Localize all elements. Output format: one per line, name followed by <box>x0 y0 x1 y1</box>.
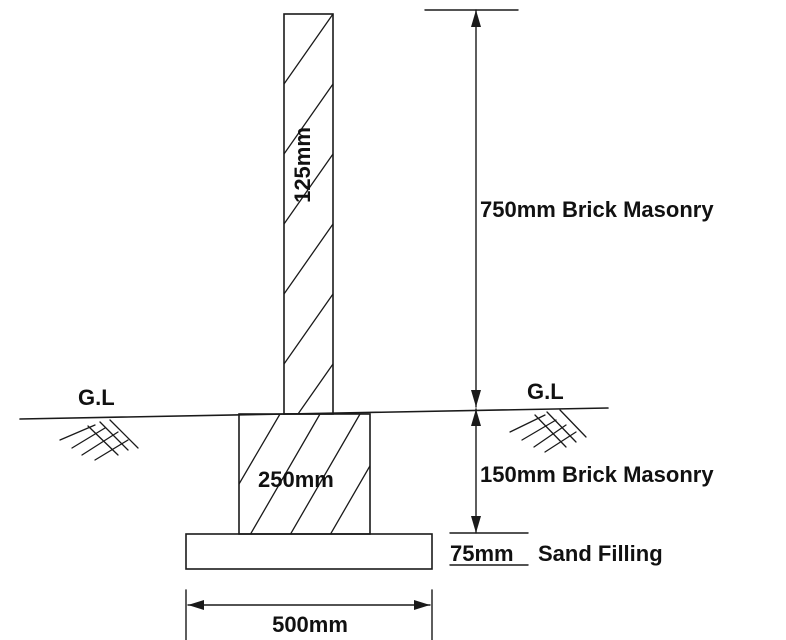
ground-hatch-left <box>59 419 139 461</box>
base-width-dimension <box>185 589 433 640</box>
sand-filling-base <box>185 533 433 570</box>
stem-width-label: 125mm <box>290 127 315 203</box>
base-width-label: 500mm <box>272 612 348 637</box>
upper-height-label: 750mm Brick Masonry <box>480 197 714 222</box>
sand-thickness-label: 75mm <box>450 541 514 566</box>
ground-level-right-label: G.L <box>527 379 564 404</box>
ground-hatch-right <box>509 409 587 453</box>
height-dimension-lines <box>424 9 529 534</box>
ground-level-left-label: G.L <box>78 385 115 410</box>
lower-height-label: 150mm Brick Masonry <box>480 462 714 487</box>
wall-stem <box>283 13 334 415</box>
sand-filling-label: Sand Filling <box>538 541 663 566</box>
footing-width-label: 250mm <box>258 467 334 492</box>
